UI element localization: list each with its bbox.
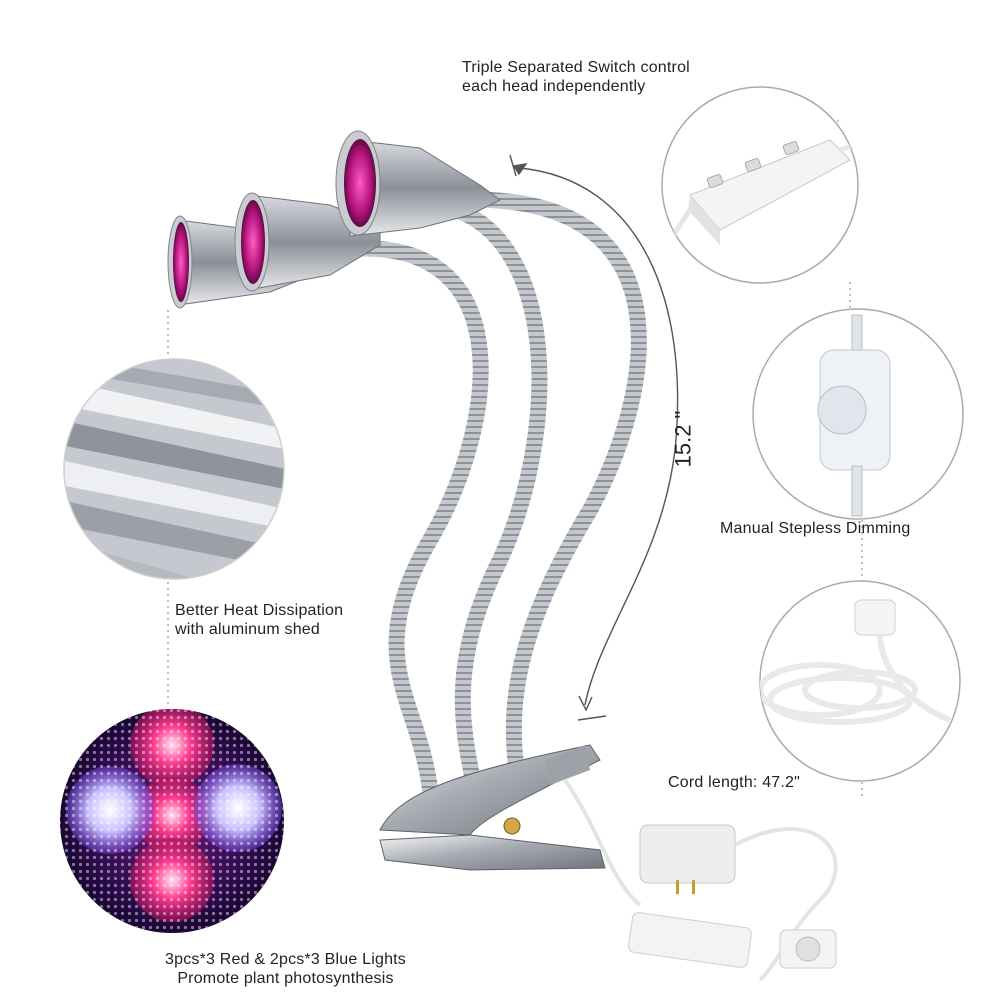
switch-detail-circle: [661, 86, 859, 284]
power-accessories: [563, 778, 838, 982]
heat-caption-line1: Better Heat Dissipation: [175, 602, 344, 619]
lamp-head-right: [335, 130, 501, 237]
switch-caption-line1: Triple Separated Switch control: [462, 59, 690, 76]
lights-caption-line2: Promote plant photosynthesis: [177, 970, 394, 987]
length-caption: 15.2 ": [670, 410, 696, 468]
heat-caption-line2: with aluminum shed: [175, 621, 320, 638]
led-panel-detail-circle: [60, 709, 284, 933]
leader-lines: [167, 120, 863, 800]
lights-caption-line1: 3pcs*3 Red & 2pcs*3 Blue Lights: [165, 951, 407, 968]
cord-caption: Cord length: 47.2": [668, 774, 801, 791]
clamp: [379, 744, 606, 871]
dimming-caption: Manual Stepless Dimming: [720, 520, 911, 537]
lights-caption: 3pcs*3 Red & 2pcs*3 Blue Lights Promote …: [165, 950, 406, 988]
dimmer-detail-circle: [752, 308, 964, 520]
length-dimension-arc: [509, 154, 679, 721]
switch-caption-line2: each head independently: [462, 78, 646, 95]
switch-caption: Triple Separated Switch control each hea…: [462, 58, 690, 96]
heat-caption: Better Heat Dissipation with aluminum sh…: [175, 601, 343, 639]
goosenecks: [332, 192, 647, 798]
heatsink-detail-circle: [63, 358, 285, 580]
cord-detail-circle: [759, 580, 961, 782]
